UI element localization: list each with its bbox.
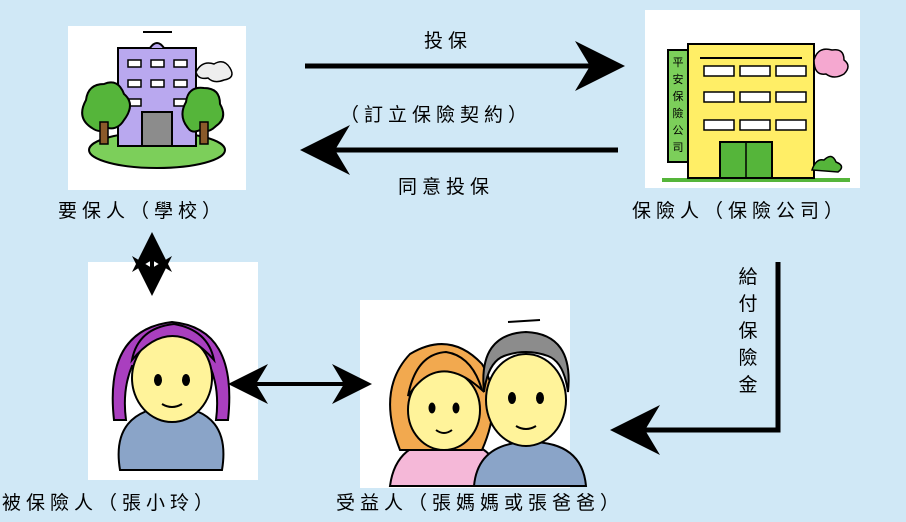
approve-label: 同意投保 — [398, 176, 495, 198]
insurer-label: 保險人（保險公司） — [632, 200, 849, 222]
company-sign-text: 平安保險公司 — [672, 56, 684, 154]
school-building-icon — [81, 31, 233, 169]
apply-label: 投保 — [424, 30, 473, 52]
insurance-company-building-icon — [662, 43, 850, 182]
policyholder-label: 要保人（學校） — [58, 200, 227, 222]
insured-label: 被保險人（張小玲） — [2, 492, 219, 514]
contract-label: （訂立保險契約） — [340, 104, 533, 126]
beneficiary-label: 受益人（張媽媽或張爸爸） — [336, 492, 625, 514]
payout-label: 給付保險金 — [738, 266, 758, 396]
parents-beneficiary-icon — [388, 319, 588, 487]
payout-arrow — [610, 262, 781, 455]
girl-insured-icon — [111, 320, 231, 471]
